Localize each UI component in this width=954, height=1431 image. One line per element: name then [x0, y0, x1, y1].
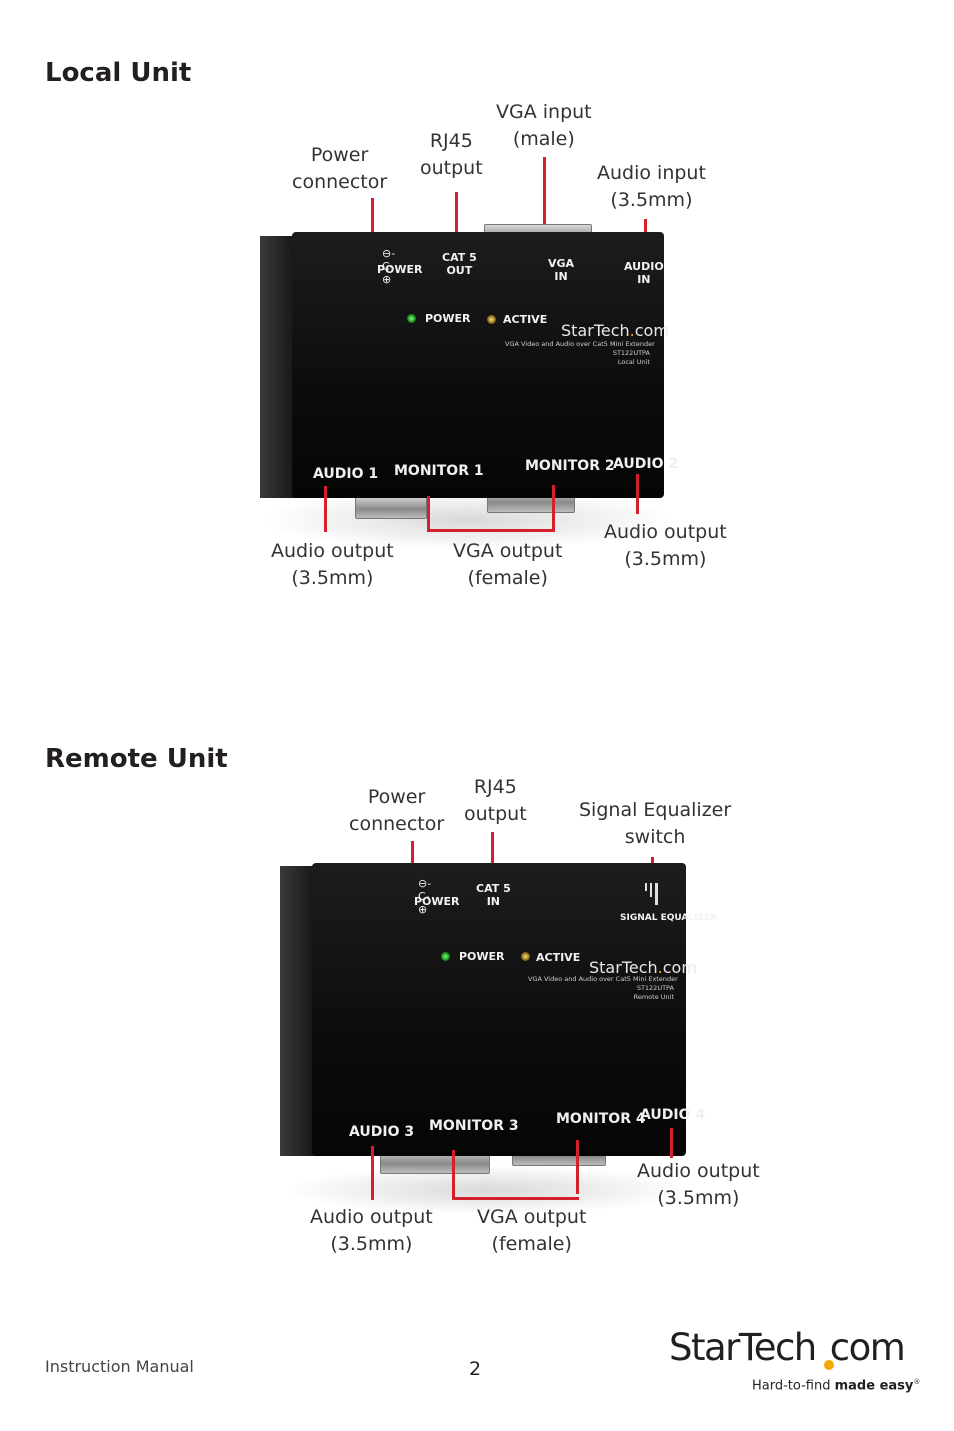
remote-power-symbol: ⊖-C-⊕ — [418, 877, 432, 916]
local-vga-input-callout: VGA input(male) — [496, 101, 592, 150]
remote-audio-4-label: AUDIO 4 — [640, 1107, 706, 1123]
page-number: 2 — [469, 1358, 482, 1380]
remote-vga-out-left-leader — [452, 1150, 455, 1200]
local-device-body — [292, 232, 664, 498]
remote-signal-equalizer-label: SIGNAL EQUALIZER — [620, 913, 718, 923]
local-power-led-label: POWER — [425, 312, 471, 325]
remote-vga-output-callout: VGA output(female) — [477, 1206, 587, 1255]
local-device-side — [260, 236, 296, 498]
local-vga-out-bracket — [427, 529, 555, 532]
local-vga-in-leader-line — [543, 157, 546, 232]
local-audio-2-label: AUDIO 2 — [613, 456, 679, 472]
local-active-led — [487, 315, 496, 324]
remote-device-body — [312, 863, 686, 1156]
local-monitor-2-label: MONITOR 2 — [525, 458, 615, 474]
remote-device-model-text: VGA Video and Audio over Cat5 Mini Exten… — [528, 975, 678, 1001]
local-device-model-text: VGA Video and Audio over Cat5 Mini Exten… — [505, 340, 655, 366]
remote-power-led — [441, 952, 450, 961]
remote-audio-out-3-leader-line — [371, 1146, 374, 1200]
remote-vga-out-bracket — [452, 1197, 579, 1200]
local-monitor-1-label: MONITOR 1 — [394, 463, 484, 479]
remote-monitor-3-label: MONITOR 3 — [429, 1118, 519, 1134]
local-monitor-1-connector — [355, 495, 427, 519]
remote-audio-output-3-callout: Audio output(3.5mm) — [310, 1206, 433, 1255]
remote-active-led — [521, 952, 530, 961]
remote-unit-title: Remote Unit — [45, 744, 228, 774]
remote-active-led-label: ACTIVE — [536, 951, 581, 964]
remote-audio-output-4-callout: Audio output(3.5mm) — [637, 1160, 760, 1209]
remote-audio-3-label: AUDIO 3 — [349, 1124, 415, 1140]
remote-audio-out-4-leader-line — [670, 1128, 673, 1158]
remote-vga-out-right-leader — [576, 1140, 579, 1194]
local-device-shadow — [258, 490, 678, 550]
remote-power-led-label: POWER — [459, 950, 505, 963]
logo-dot-icon — [824, 1360, 834, 1370]
local-audio-output-2-callout: Audio output(3.5mm) — [604, 521, 727, 570]
local-device-brand: StarTech.com — [561, 321, 669, 340]
remote-power-label: POWER — [414, 895, 460, 908]
local-audio-output-1-callout: Audio output(3.5mm) — [271, 540, 394, 589]
local-audio-input-callout: Audio input(3.5mm) — [597, 162, 706, 211]
local-power-led — [407, 314, 416, 323]
local-power-label: POWER — [377, 263, 423, 276]
local-vga-out-left-leader — [427, 496, 430, 532]
remote-power-leader-line — [411, 841, 414, 866]
local-audio-out-2-leader-line — [636, 474, 639, 514]
logo-tagline: Hard-to-find made easy® — [752, 1378, 921, 1394]
local-vga-out-right-leader — [552, 485, 555, 532]
local-active-led-label: ACTIVE — [503, 313, 548, 326]
signal-equalizer-switch-icon — [645, 883, 665, 907]
local-power-leader-line — [371, 198, 374, 240]
local-power-symbol: ⊖-C-⊕ — [382, 247, 396, 286]
remote-device-side — [280, 866, 316, 1156]
local-vga-output-callout: VGA output(female) — [453, 540, 563, 589]
local-audio-out-1-leader-line — [324, 486, 327, 532]
footer-document-title: Instruction Manual — [45, 1357, 194, 1376]
local-unit-title: Local Unit — [45, 58, 192, 88]
remote-rj45-leader-line — [491, 832, 494, 874]
local-rj45-leader-line — [455, 192, 458, 244]
remote-device-brand: StarTech.com — [589, 958, 697, 977]
local-audio-1-label: AUDIO 1 — [313, 466, 379, 482]
remote-monitor-4-label: MONITOR 4 — [556, 1111, 646, 1127]
